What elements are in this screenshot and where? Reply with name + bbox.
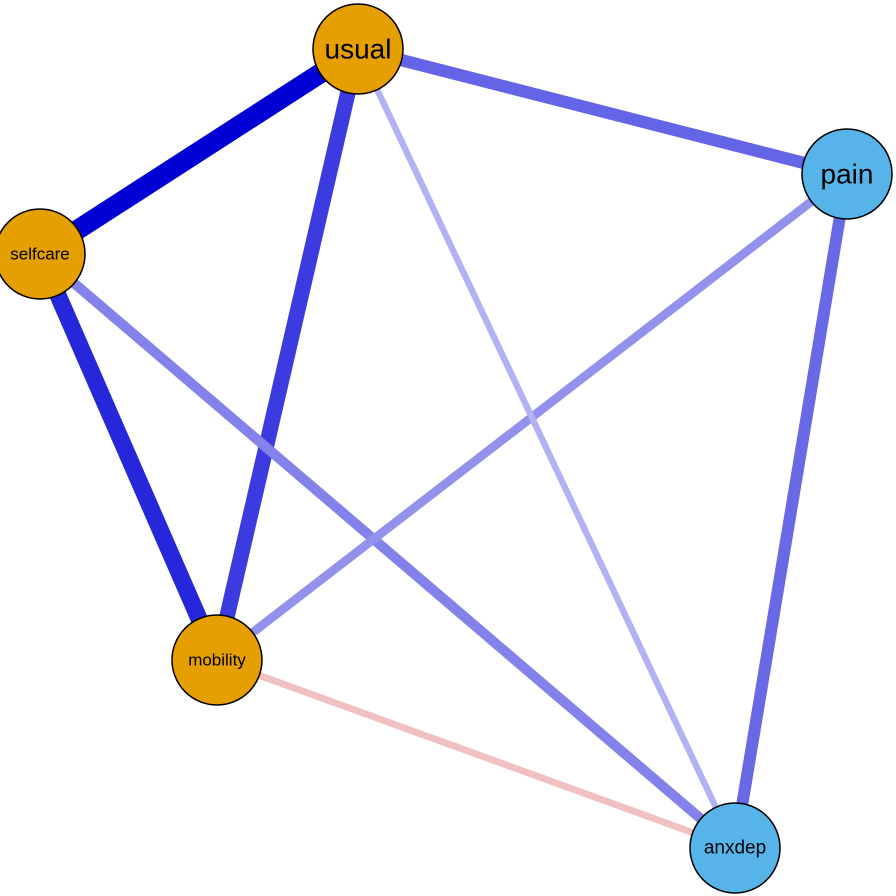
edge-usual-selfcare [34, 40, 364, 263]
node-pain: pain [801, 128, 893, 220]
node-anxdep-circle [689, 802, 781, 894]
node-selfcare-circle [0, 208, 86, 300]
node-selfcare: selfcare [0, 208, 86, 300]
node-pain-label: pain [821, 159, 874, 190]
edge-mobility-anxdep [215, 656, 737, 852]
edge-selfcare-mobility [32, 250, 225, 664]
edge-pain-anxdep [729, 173, 853, 849]
edges-layer [32, 40, 853, 852]
edge-usual-anxdep [355, 47, 738, 850]
nodes-layer: usual pain selfcare mobility anxdep [0, 3, 893, 894]
node-anxdep-label: anxdep [704, 838, 766, 859]
node-mobility-label: mobility [188, 651, 246, 670]
node-mobility-circle [171, 614, 263, 706]
edge-usual-pain [356, 43, 849, 180]
edge-usual-mobility [209, 47, 366, 662]
node-usual-label: usual [325, 34, 392, 65]
node-anxdep: anxdep [689, 802, 781, 894]
node-usual: usual [312, 3, 404, 95]
node-mobility: mobility [171, 614, 263, 706]
node-usual-circle [312, 3, 404, 95]
node-pain-circle [801, 128, 893, 220]
node-selfcare-label: selfcare [10, 245, 70, 264]
edge-selfcare-anxdep [36, 250, 739, 852]
